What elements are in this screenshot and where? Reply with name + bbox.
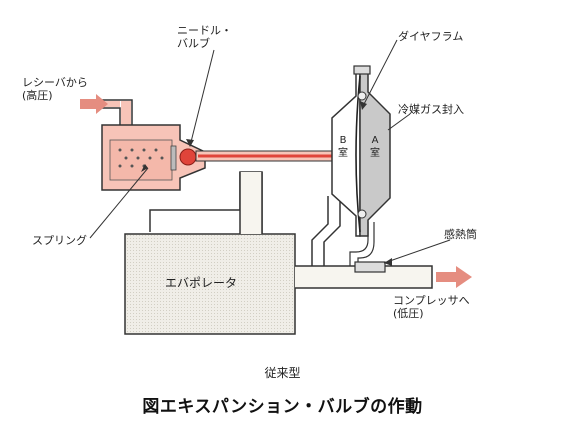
spring-chamber — [109, 139, 173, 181]
evaporator-label: エバポレータ — [165, 276, 238, 290]
leader-lines — [89, 39, 451, 264]
capillary-tube — [349, 222, 375, 266]
sensing-bulb — [354, 261, 386, 273]
valve-seat — [170, 145, 177, 171]
receiver-label-line2: (高圧) — [22, 89, 53, 102]
needle-valve-ball — [179, 148, 197, 166]
diagram-title: 図エキスパンション・バルブの作動 — [142, 397, 423, 417]
needle-valve-label-line2: バルブ — [177, 37, 210, 50]
spring-coils — [118, 148, 164, 168]
chamber-a — [359, 71, 391, 237]
outlet-arrow — [436, 266, 472, 288]
compressor-label-line1: コンプレッサへ — [393, 294, 470, 307]
diagram-subtitle: 従来型 — [264, 366, 301, 380]
equalizer-pipe — [311, 196, 341, 266]
chamber-a-label: A室 — [370, 135, 380, 159]
compressor-label-line2: (低圧) — [393, 307, 424, 320]
needle-valve-label-line1: ニードル・ — [177, 24, 232, 37]
sensing-bulb-label: 感熱筒 — [444, 228, 477, 241]
refrigerant-gas-label: 冷媒ガス封入 — [398, 103, 464, 116]
chamber-b-label: B室 — [338, 135, 348, 159]
inlet-arrow — [80, 94, 108, 114]
spring-label: スプリング — [32, 234, 87, 247]
diaphragm-label: ダイヤフラム — [398, 30, 464, 43]
evaporator-box — [124, 233, 296, 335]
receiver-label-line1: レシーバから — [22, 76, 88, 89]
